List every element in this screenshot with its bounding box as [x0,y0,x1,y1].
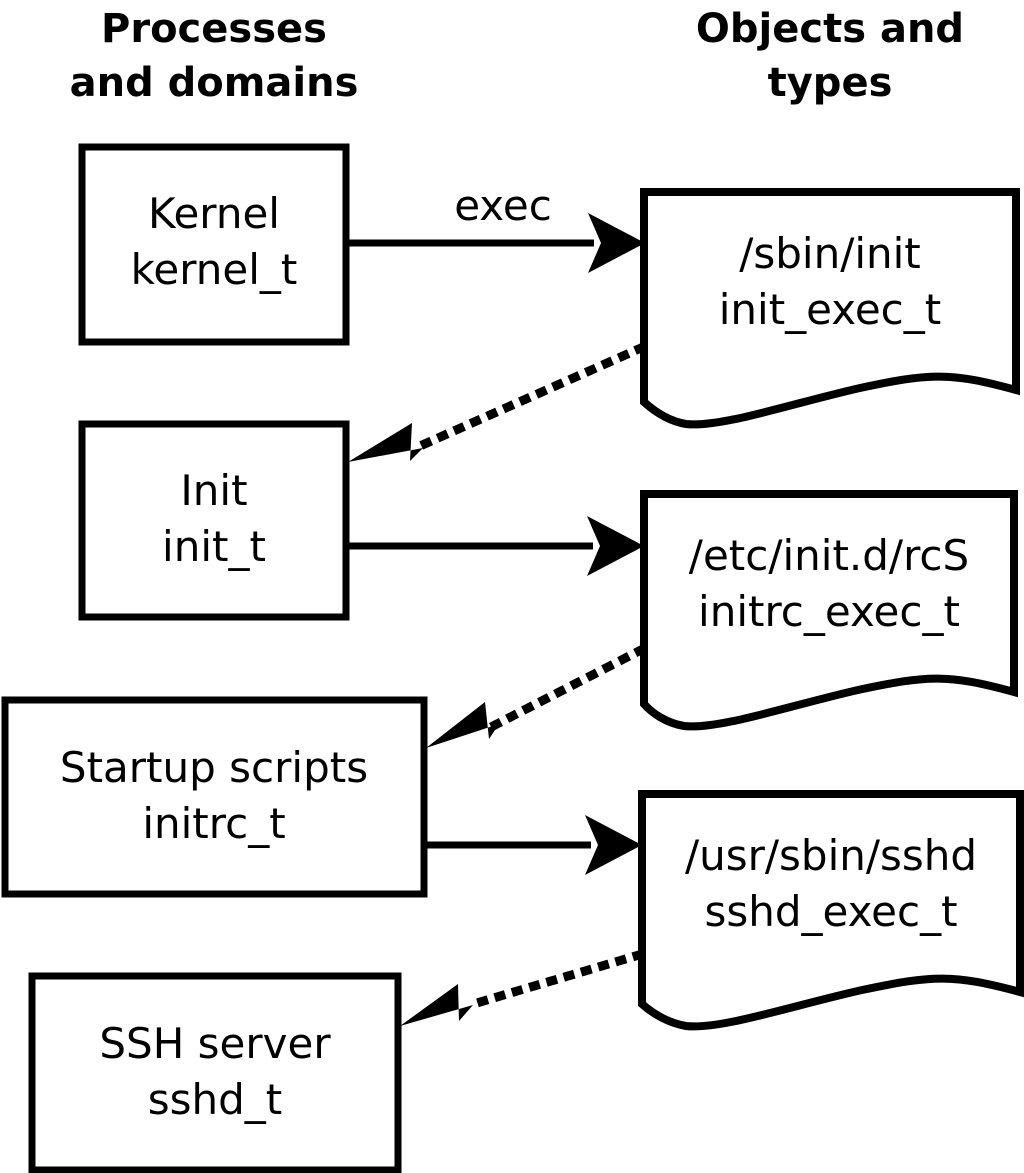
object-node-init-exec-line2: init_exec_t [719,285,942,334]
process-node-kernel[interactable]: Kernel kernel_t [78,143,350,346]
process-node-kernel-line2: kernel_t [131,245,298,294]
edge-init-exec-transition-init [348,342,647,462]
object-node-sshd-exec-shape [638,790,1024,1031]
process-node-init[interactable]: Init init_t [78,420,350,621]
column-header-objects-line1: Objects and [696,6,964,52]
process-node-init-shape [78,420,350,621]
process-node-kernel-shape [78,143,350,346]
edge-sshd-exec-transition-sshd-arrowhead [400,984,473,1026]
edge-initrc-exec-transition-initrc-arrowhead [426,702,499,748]
object-node-init-exec[interactable]: /sbin/init init_exec_t [640,188,1020,429]
object-node-initrc-exec-shape [640,490,1018,731]
object-node-init-exec-line1: /sbin/init [739,229,921,278]
object-node-initrc-exec-line2: initrc_exec_t [698,587,960,636]
object-node-init-exec-shape [640,188,1020,429]
edge-init-exec-initrc-exec [346,516,644,576]
process-node-sshd-shape [28,972,402,1173]
column-header-processes: Processes and domains [70,6,359,106]
edge-kernel-exec-init-exec-arrowhead [588,213,645,273]
process-node-sshd[interactable]: SSH server sshd_t [28,972,402,1173]
process-node-kernel-line1: Kernel [148,189,280,238]
edge-initrc-exec-transition-initrc [426,643,648,748]
process-node-initrc-shape [1,696,428,898]
edge-init-exec-transition-init-line [414,342,647,452]
object-node-initrc-exec[interactable]: /etc/init.d/rcS initrc_exec_t [640,490,1018,731]
process-node-initrc-line1: Startup scripts [60,743,368,792]
edge-sshd-exec-transition-sshd [400,949,645,1026]
object-node-sshd-exec-line1: /usr/sbin/sshd [685,831,977,880]
edge-initrc-exec-sshd-exec [424,815,642,875]
process-node-init-line1: Init [180,466,247,515]
object-node-sshd-exec-line2: sshd_exec_t [704,887,957,936]
edge-initrc-exec-transition-initrc-line [488,643,648,732]
edge-init-exec-initrc-exec-arrowhead [587,516,644,576]
edge-kernel-exec-init-exec: exec [346,181,645,273]
object-node-initrc-exec-line1: /etc/init.d/rcS [689,531,969,580]
edge-init-exec-transition-init-arrowhead [348,423,423,462]
column-header-processes-line2: and domains [70,60,359,106]
edge-sshd-exec-transition-sshd-line [464,949,645,1011]
object-node-sshd-exec[interactable]: /usr/sbin/sshd sshd_exec_t [638,790,1024,1031]
column-header-objects-line2: types [768,60,893,106]
process-node-init-line2: init_t [162,522,266,571]
column-header-processes-line1: Processes [101,6,327,52]
process-node-sshd-line2: sshd_t [148,1075,283,1124]
process-node-initrc-line2: initrc_t [142,799,285,848]
process-node-sshd-line1: SSH server [99,1019,331,1068]
process-node-initrc[interactable]: Startup scripts initrc_t [1,696,428,898]
edge-label-exec: exec [454,181,552,230]
edge-initrc-exec-sshd-exec-arrowhead [585,815,642,875]
column-header-objects: Objects and types [696,6,964,106]
